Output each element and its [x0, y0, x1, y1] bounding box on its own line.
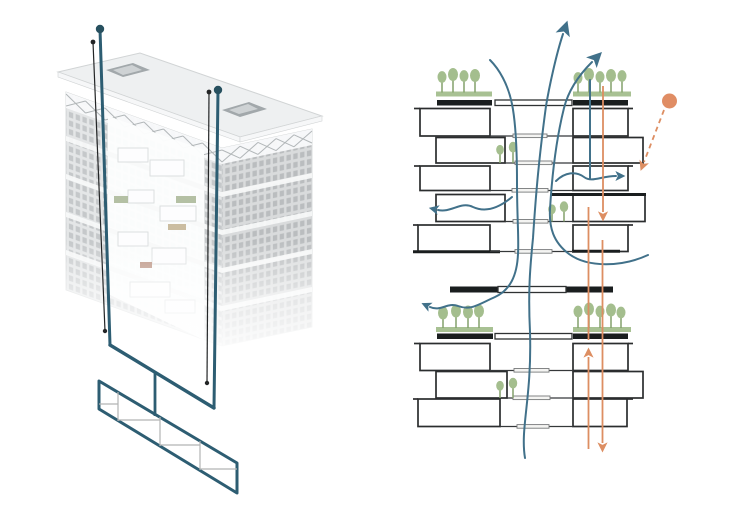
- floor-module-box: [419, 342, 491, 372]
- bridge-connector: [511, 188, 549, 193]
- tree-icon: [496, 144, 504, 155]
- tree-icon: [448, 68, 458, 81]
- datum-line-thin: [92, 41, 106, 332]
- roof-skylight-inner: [229, 104, 258, 114]
- floor-module-box: [572, 136, 644, 164]
- truss-brace: [202, 149, 223, 156]
- flow-cross-vent-right: [555, 171, 626, 182]
- datum-node-dot-large: [213, 85, 223, 95]
- roof-garden-bar: [436, 327, 493, 332]
- tree-icon: [459, 70, 469, 82]
- interior-volume: [159, 205, 197, 222]
- truss-brace: [239, 142, 259, 159]
- tree-icon: [438, 306, 448, 320]
- interior-volume: [127, 189, 155, 204]
- tree-icon: [474, 304, 484, 318]
- floor-slab-band: [222, 211, 312, 235]
- sun-icon: [662, 93, 677, 109]
- truss-brace: [65, 100, 86, 107]
- tree-icon: [606, 69, 616, 82]
- bridge-connector: [514, 249, 553, 254]
- tree-icon: [437, 71, 447, 83]
- truss-brace: [275, 134, 295, 151]
- bridge-connector: [516, 424, 550, 429]
- tree-icon: [496, 380, 504, 391]
- building-fade: [38, 240, 344, 362]
- tree-icon: [595, 71, 605, 83]
- truss-brace: [293, 130, 313, 148]
- floor-module-box: [572, 193, 646, 223]
- datum-node-dot-large: [95, 24, 105, 34]
- tree-icon: [508, 141, 518, 153]
- slab-opening-bar: [497, 285, 567, 294]
- floor-module-box: [419, 165, 491, 192]
- transfer-beam: [108, 343, 216, 410]
- tree-icon: [584, 68, 594, 81]
- interior-accent: [114, 196, 128, 203]
- floor-module-box: [572, 224, 629, 253]
- tree-icon: [559, 201, 569, 213]
- slab-bar: [437, 333, 493, 339]
- datum-line-teal: [212, 88, 220, 410]
- bridge-connector: [514, 160, 553, 166]
- interior-volume: [149, 159, 185, 177]
- datum-line-thin: [206, 91, 210, 384]
- datum-line-teal: [98, 27, 112, 347]
- sun-ray-dashed-arrow: [639, 109, 665, 171]
- section-schematic-panel: [413, 20, 677, 459]
- floor-module-box: [435, 136, 506, 164]
- roof-garden-bar: [436, 91, 492, 97]
- datum-node-dot: [206, 89, 212, 95]
- bridge-connector: [512, 395, 551, 401]
- truss-brace: [257, 138, 277, 155]
- roof-fascia: [239, 115, 323, 143]
- flow-updraft-main: [522, 20, 570, 459]
- slab-opening-bar: [494, 332, 573, 340]
- floor-module-box: [417, 224, 491, 253]
- roof-garden-bar: [573, 91, 631, 97]
- floor-module-box: [435, 193, 506, 223]
- tree-icon: [573, 305, 583, 318]
- slab-bar: [566, 286, 613, 293]
- truss-brace: [221, 145, 241, 163]
- building-axonometric-panel: [38, 52, 344, 362]
- floor-slab-band: [222, 173, 312, 197]
- flow-cross-vent-left: [428, 196, 513, 216]
- floor-module-box: [435, 370, 508, 399]
- slab-bar: [573, 333, 628, 339]
- floor-module-box: [417, 398, 501, 428]
- tree-icon: [451, 304, 461, 318]
- ground-plane-frame: [97, 379, 239, 495]
- tree-icon: [508, 377, 518, 389]
- floor-module-box: [572, 370, 644, 399]
- bridge-connector: [512, 133, 548, 139]
- tree-icon: [617, 70, 627, 82]
- slab-bar: [450, 286, 498, 293]
- slab-opening-bar: [494, 99, 573, 107]
- flow-updraft-secondary: [548, 52, 649, 266]
- interior-accent: [176, 196, 196, 203]
- slab-bar: [573, 100, 628, 106]
- tree-icon: [463, 305, 473, 319]
- interior-volume: [117, 147, 149, 163]
- floor-module-box: [572, 398, 628, 428]
- floor-module-box: [572, 107, 629, 137]
- interior-accent: [168, 224, 186, 230]
- tree-icon: [606, 303, 616, 317]
- datum-node-dot: [90, 39, 96, 45]
- datum-node-dot: [102, 328, 108, 334]
- bridge-connector: [513, 368, 550, 373]
- floor-module-box: [419, 107, 491, 137]
- bridge-connector: [512, 219, 549, 224]
- floor-module-box: [572, 342, 629, 372]
- flow-intake-downdraft: [421, 59, 520, 312]
- slab-bar: [437, 100, 492, 106]
- tree-icon: [616, 306, 626, 319]
- datum-frame: [90, 24, 239, 495]
- roof-skylight-inner: [113, 65, 142, 75]
- datum-node-dot: [204, 380, 210, 386]
- tree-icon: [470, 69, 480, 82]
